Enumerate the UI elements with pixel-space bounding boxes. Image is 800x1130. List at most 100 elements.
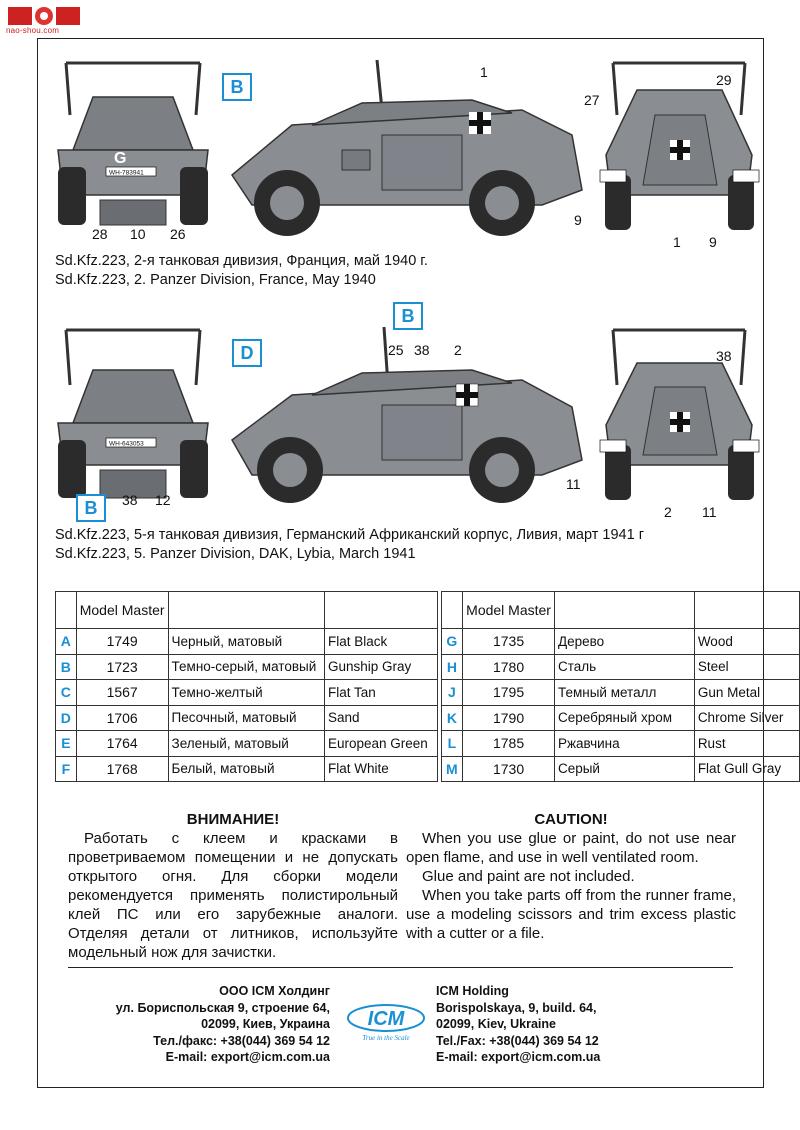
vehicle1-rear-view (599, 61, 760, 230)
vehicle2-part-38-front: 38 (122, 492, 138, 508)
paint-letter: H (440, 653, 464, 680)
contact-en-phone: Tel./Fax: +38(044) 369 54 12 (436, 1033, 599, 1048)
contact-en-email[interactable]: E-mail: export@icm.com.ua (436, 1050, 601, 1064)
vehicle1-part-1-side: 1 (480, 64, 488, 80)
paint-name-en: Gun Metal (693, 679, 800, 706)
paint-letter: C (55, 679, 77, 706)
paint-name-ru: Зеленый, матовый (167, 730, 325, 757)
paint-letter: M (440, 755, 464, 782)
paint-letter: J (440, 679, 464, 706)
vehicle1-marking: G (114, 150, 126, 167)
vehicle1-caption-en: Sd.Kfz.223, 2. Panzer Division, France, … (55, 272, 376, 288)
paint-code: 1790 (462, 704, 555, 731)
icm-logo: ICM True in the Scale (347, 1004, 425, 1042)
paint-letter: E (55, 730, 77, 757)
vehicle2-part-11-left: 11 (566, 476, 581, 492)
paint-name-en: Flat Gull Gray (693, 755, 800, 782)
icm-logo-slogan: True in the Scale (362, 1034, 409, 1042)
caution-ru-text: Работать с клеем и красками в проветрива… (68, 830, 398, 961)
paint-name-en: Sand (323, 704, 438, 731)
vehicle2-caption-ru: Sd.Kfz.223, 5-я танковая дивизия, Герман… (55, 527, 644, 543)
paint-letter: B (55, 653, 77, 680)
paint-name-en: European Green (323, 730, 438, 757)
vehicle1-part-1-rear: 1 (673, 234, 681, 250)
vehicle1-side-view (231, 59, 583, 236)
paint-letter: L (440, 730, 464, 757)
vehicle1-front-plate: WH-783941 (109, 170, 144, 177)
paint-letter: D (55, 704, 77, 731)
vehicle2-side-balkenkreuz (455, 383, 479, 407)
page-frame (37, 38, 764, 1088)
contact-ru-email[interactable]: E-mail: export@icm.com.ua (165, 1050, 330, 1064)
vehicle1-caption: Sd.Kfz.223, 2-я танковая дивизия, Франци… (55, 252, 428, 290)
paint-name-ru: Песочный, матовый (167, 704, 325, 731)
vehicle1-part-26: 26 (170, 226, 186, 242)
paint-name-ru: Сталь (553, 653, 695, 680)
paint-code: 1768 (75, 755, 169, 782)
contact-en-city: 02099, Kiev, Ukraine (436, 1017, 556, 1031)
caution-ru-title: ВНИМАНИЕ! (186, 811, 280, 828)
paint-name-ru: Темно-серый, матовый (167, 653, 325, 680)
vehicle2-part-2-side: 2 (454, 342, 462, 358)
icm-logo-text: ICM (368, 1008, 406, 1030)
paint-name-en: Wood (693, 628, 800, 655)
paint-name-en: Gunship Gray (323, 653, 438, 680)
paint-name-ru: Серый (553, 755, 695, 782)
vehicle2-callout-b-bottom: B (76, 494, 106, 522)
paint-letter: G (440, 628, 464, 655)
paint-name-ru: Белый, матовый (167, 755, 325, 782)
vehicle2-part-12: 12 (155, 492, 171, 508)
vehicle2-front-view: WH-643053 (57, 328, 209, 499)
paint-code: 1785 (462, 730, 555, 757)
vehicle2-rear-view (599, 328, 760, 500)
paint-name-en: Steel (693, 653, 800, 680)
vehicle1-part-28: 28 (92, 226, 108, 242)
paint-name-ru: Черный, матовый (167, 628, 325, 655)
vehicle1-part-9-left: 9 (574, 212, 582, 228)
vehicle2-caption-en: Sd.Kfz.223, 5. Panzer Division, DAK, Lyb… (55, 546, 416, 562)
vehicle2-part-38-rear: 38 (716, 348, 732, 364)
contact-ru-city: 02099, Киев, Украина (201, 1017, 330, 1031)
paint-name-en: Rust (693, 730, 800, 757)
contact-ru-company: ООО ICM Холдинг (219, 984, 330, 998)
vehicle1-part-27: 27 (584, 92, 600, 108)
contact-en: ICM Holding Borispolskaya, 9, build. 64,… (436, 983, 600, 1066)
contact-en-company: ICM Holding (436, 984, 509, 998)
paint-code: 1730 (462, 755, 555, 782)
paint-name-ru: Темно-желтый (167, 679, 325, 706)
paint-code: 1567 (75, 679, 169, 706)
vehicle1-caption-ru: Sd.Kfz.223, 2-я танковая дивизия, Франци… (55, 253, 428, 269)
paint-code: 1723 (75, 653, 169, 680)
vehicle2-part-11-right: 11 (702, 504, 717, 520)
vehicle1-callout-b: B (222, 73, 252, 101)
watermark-site: nao-shou.com (6, 26, 60, 35)
contact-ru-phone: Тел./факс: +38(044) 369 54 12 (153, 1033, 330, 1048)
caution-en-text-3: When you take parts off from the runner … (406, 887, 736, 942)
vehicle2-front-plate: WH-643053 (109, 441, 144, 448)
paint-name-ru: Дерево (553, 628, 695, 655)
vehicle2-callout-b-top: B (393, 302, 423, 330)
paint-name-en: Flat White (323, 755, 438, 782)
paint-code: 1735 (462, 628, 555, 655)
paint-name-ru: Темный металл (553, 679, 695, 706)
paint-name-ru: Ржавчина (553, 730, 695, 757)
paint-letter: A (55, 628, 77, 655)
vehicle2-caption: Sd.Kfz.223, 5-я танковая дивизия, Герман… (55, 526, 644, 564)
paint-name-ru: Серебряный хром (553, 704, 695, 731)
caution-en-text-1: When you use glue or paint, do not use n… (406, 830, 736, 866)
vehicle1-part-29: 29 (716, 72, 732, 88)
paint-code: 1795 (462, 679, 555, 706)
vehicle1-front-view: G WH-783941 (57, 61, 209, 226)
paint-code: 1706 (75, 704, 169, 731)
vehicle2-side-view (231, 326, 583, 503)
paint-code: 1749 (75, 628, 169, 655)
contact-ru: ООО ICM Холдинг ул. Бориспольская 9, стр… (116, 983, 330, 1066)
vehicle2-part-38-side: 38 (414, 342, 430, 358)
caution-en-text-2: Glue and paint are not included. (422, 868, 635, 885)
